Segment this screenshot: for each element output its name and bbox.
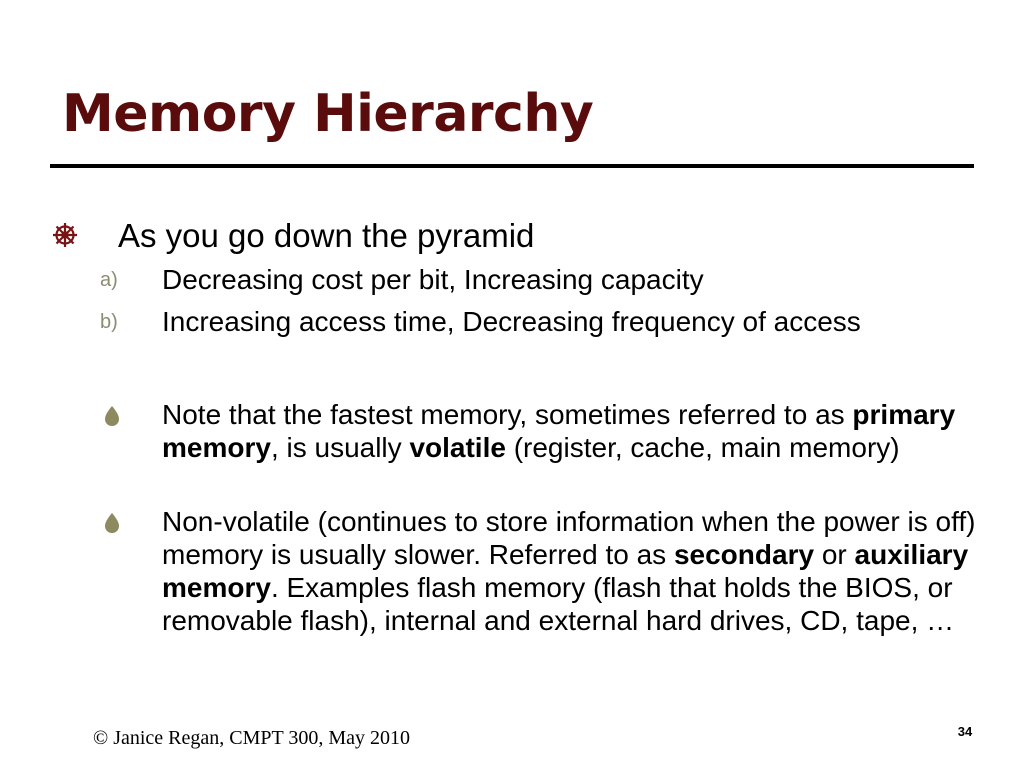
list-marker-b: b) [100,311,118,333]
term-volatile: volatile [409,432,506,463]
list-marker-a: a) [100,269,118,291]
title-divider [50,164,974,168]
footer-copyright: © Janice Regan, CMPT 300, May 2010 [93,727,411,749]
bullet-level1-text: As you go down the pyramid [118,217,535,254]
list-item-text: Decreasing cost per bit, Increasing capa… [162,264,704,295]
leaf-icon [105,406,119,426]
list-item-text: Increasing access time, Decreasing frequ… [162,306,861,337]
leaf-icon [105,513,119,533]
dharma-wheel-icon [53,223,77,247]
note-text: Non-volatile (continues to store informa… [162,506,976,636]
page-number: 34 [957,724,973,739]
term-auxiliary-memory: auxiliary memory [162,539,969,603]
note-text: Note that the fastest memory, sometimes … [162,399,956,463]
slide-title: Memory Hierarchy [62,84,594,144]
term-secondary: secondary [673,539,815,570]
term-primary-memory: primary memory [162,399,956,463]
